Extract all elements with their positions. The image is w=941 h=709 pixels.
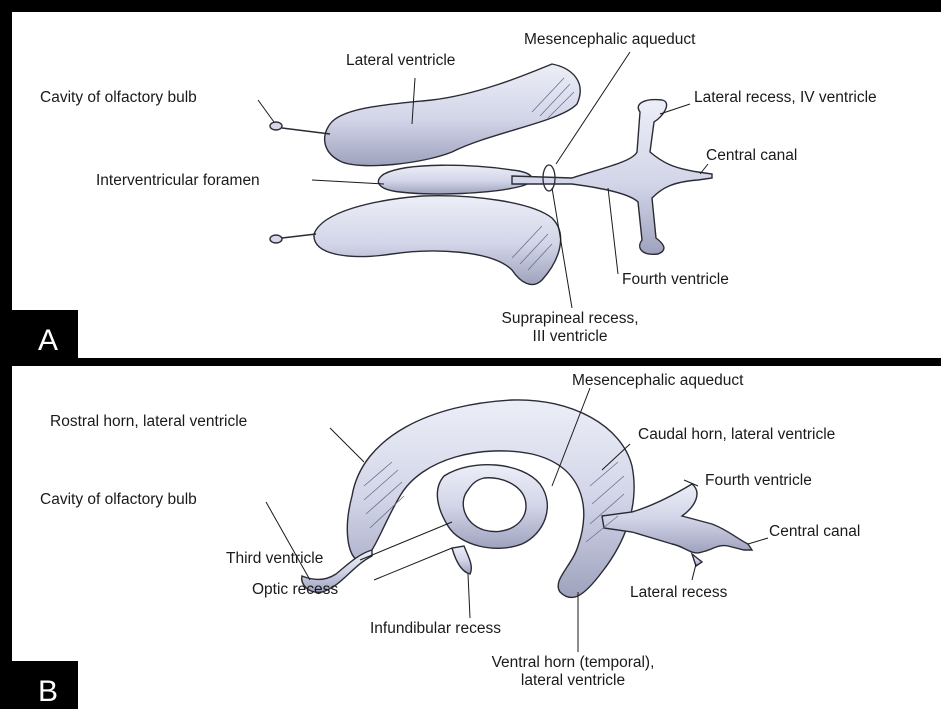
label-mesencephalic-aqueduct: Mesencephalic aqueduct	[524, 31, 695, 49]
label-lateral-recess-iv: Lateral recess, IV ventricle	[694, 89, 877, 107]
panel-b-badge: B	[12, 661, 78, 709]
label-suprapineal-line2: III ventricle	[490, 328, 650, 346]
third-ventricle	[378, 165, 532, 194]
lateral-ventricle-arch	[347, 400, 634, 598]
label-lateral-recess: Lateral recess	[630, 584, 727, 602]
label-third-ventricle: Third ventricle	[226, 550, 323, 568]
label-central-canal: Central canal	[706, 147, 797, 165]
label-optic-recess: Optic recess	[252, 581, 338, 599]
panel-a-badge: A	[12, 310, 78, 358]
label-rostral-horn: Rostral horn, lateral ventricle	[50, 413, 247, 431]
label-caudal-horn: Caudal horn, lateral ventricle	[638, 426, 835, 444]
label-cavity-olfactory-bulb: Cavity of olfactory bulb	[40, 89, 197, 107]
label-infundibular-recess: Infundibular recess	[370, 620, 501, 638]
panel-a: Mesencephalic aqueduct Lateral ventricle…	[12, 12, 941, 358]
label-ventral-horn-line2: lateral ventricle	[458, 672, 688, 690]
label-interventricular-foramen: Interventricular foramen	[96, 172, 260, 190]
label-ventral-horn: Ventral horn (temporal), lateral ventric…	[458, 654, 688, 690]
label-lateral-ventricle: Lateral ventricle	[346, 52, 455, 70]
panel-a-letter: A	[38, 324, 58, 358]
lower-lateral-ventricle	[314, 196, 561, 285]
third-ventricle-ring	[437, 465, 547, 549]
panel-b: Mesencephalic aqueduct Rostral horn, lat…	[12, 366, 941, 709]
label-fourth-ventricle: Fourth ventricle	[622, 271, 729, 289]
label-mesencephalic-aqueduct-b: Mesencephalic aqueduct	[572, 372, 743, 390]
label-suprapineal-line1: Suprapineal recess,	[490, 310, 650, 328]
panel-b-letter: B	[38, 675, 58, 709]
label-fourth-ventricle-b: Fourth ventricle	[705, 472, 812, 490]
label-cavity-olfactory-bulb-b: Cavity of olfactory bulb	[40, 491, 197, 509]
label-ventral-horn-line1: Ventral horn (temporal),	[458, 654, 688, 672]
label-central-canal-b: Central canal	[769, 523, 860, 541]
label-suprapineal-recess: Suprapineal recess, III ventricle	[490, 310, 650, 346]
upper-lateral-ventricle	[325, 64, 581, 166]
